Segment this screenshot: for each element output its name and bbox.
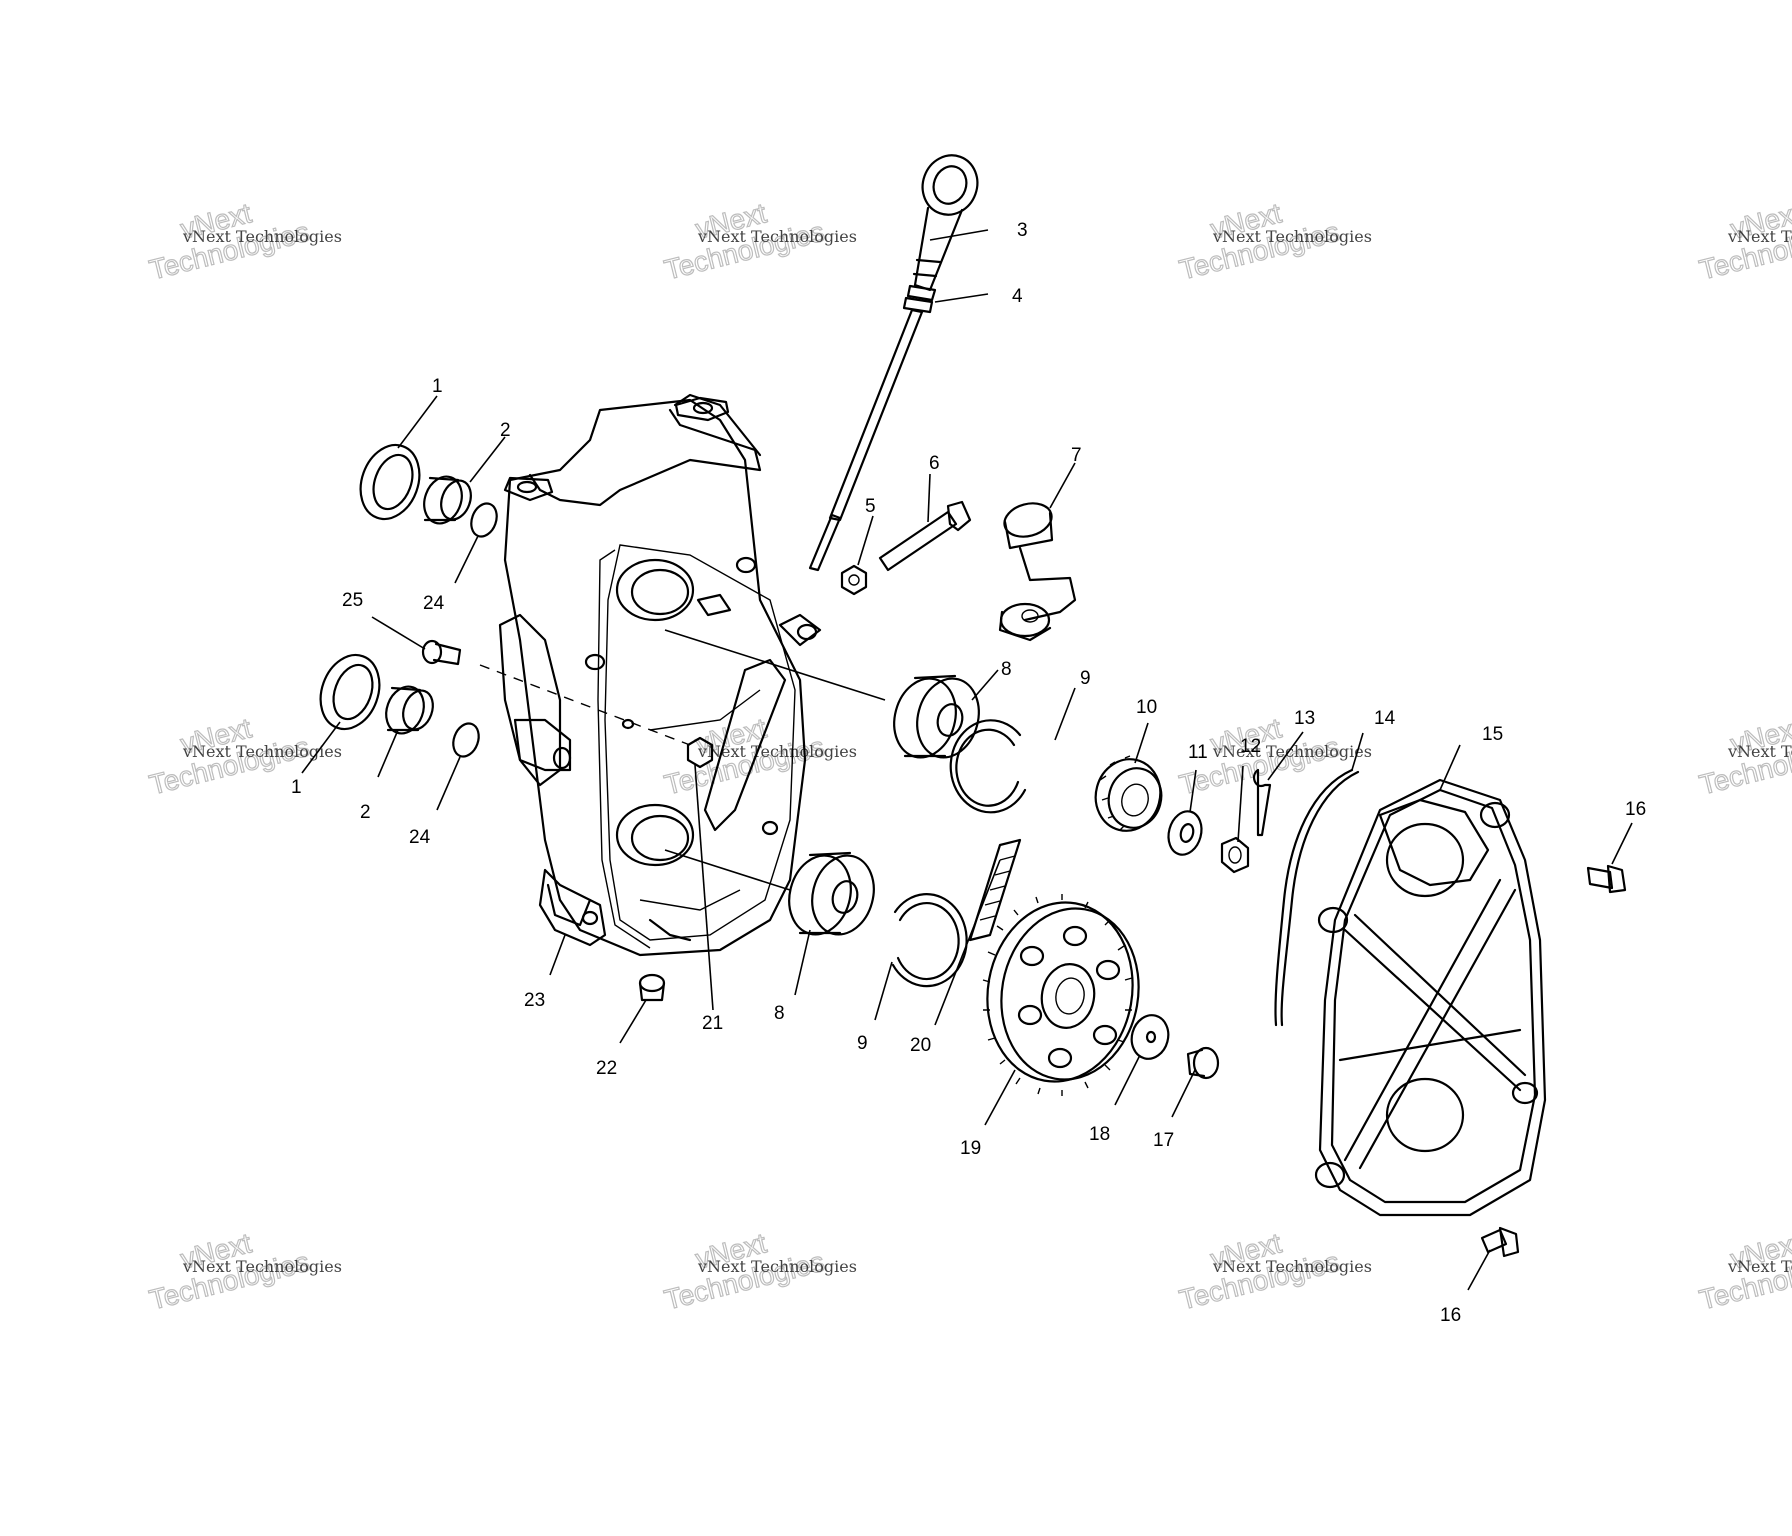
callout-12: 12 bbox=[1240, 736, 1261, 757]
nut-5 bbox=[840, 564, 868, 596]
spacer-upper-2 bbox=[423, 475, 472, 525]
watermark-company: vNext Technologies bbox=[1727, 742, 1792, 761]
o-ring-upper-24 bbox=[470, 502, 498, 538]
screw-25 bbox=[421, 639, 462, 666]
washer-18 bbox=[1130, 1014, 1170, 1060]
axis-lines bbox=[479, 664, 691, 746]
bolt-16-lower bbox=[1480, 1226, 1520, 1258]
cotter-pin-13 bbox=[1252, 768, 1272, 837]
callout-9-upper: 9 bbox=[1080, 668, 1091, 689]
callout-2-lower: 2 bbox=[360, 802, 371, 823]
circlip-lower-9 bbox=[891, 893, 968, 988]
callout-6: 6 bbox=[929, 453, 940, 474]
nut-12 bbox=[1220, 836, 1250, 874]
watermark-company: vNext Technologies bbox=[182, 227, 342, 246]
callout-19: 19 bbox=[960, 1138, 981, 1159]
watermark-company: vNext Technologies bbox=[1727, 1257, 1792, 1276]
callout-1-lower: 1 bbox=[291, 777, 302, 798]
watermark-company: vNext Technologies bbox=[182, 742, 342, 761]
callout-3: 3 bbox=[1017, 220, 1028, 241]
callout-18: 18 bbox=[1089, 1124, 1110, 1145]
watermark-company: vNext Technologies bbox=[697, 1257, 857, 1276]
spacer-lower-2 bbox=[385, 685, 434, 735]
gasket-14 bbox=[1274, 768, 1360, 1027]
chain-20 bbox=[968, 838, 1022, 942]
callout-8-lower: 8 bbox=[774, 1003, 785, 1024]
callout-20: 20 bbox=[910, 1035, 931, 1056]
callout-23: 23 bbox=[524, 990, 545, 1011]
callout-16-lower: 16 bbox=[1440, 1305, 1461, 1326]
bearing-lower-8 bbox=[788, 851, 875, 936]
o-ring-lower-24 bbox=[452, 722, 480, 758]
callout-15: 15 bbox=[1482, 724, 1503, 745]
callout-4: 4 bbox=[1012, 286, 1023, 307]
callout-24-lower: 24 bbox=[409, 827, 431, 848]
callout-24-upper: 24 bbox=[423, 593, 445, 614]
leader-lines bbox=[301, 229, 1633, 1291]
callout-10: 10 bbox=[1136, 697, 1157, 718]
callout-13: 13 bbox=[1294, 708, 1315, 729]
sprocket-10 bbox=[1094, 755, 1163, 832]
watermark-company: vNext Technologies bbox=[1212, 742, 1372, 761]
callout-7: 7 bbox=[1071, 445, 1082, 466]
seal-lower-1 bbox=[319, 653, 381, 731]
watermark-company: vNext Technologies bbox=[697, 227, 857, 246]
callout-25: 25 bbox=[342, 590, 363, 611]
gear-19 bbox=[982, 894, 1140, 1096]
circlip-upper-9 bbox=[949, 719, 1027, 814]
callout-21: 21 bbox=[702, 1013, 723, 1034]
callout-1-upper: 1 bbox=[432, 376, 443, 397]
callout-11: 11 bbox=[1188, 742, 1208, 763]
callout-labels: 1 2 24 25 1 2 24 3 4 5 6 7 8 9 10 11 12 … bbox=[291, 220, 1646, 1326]
watermark-company: vNext Technologies bbox=[1212, 227, 1372, 246]
bolt-16-upper bbox=[1586, 864, 1627, 894]
washer-11 bbox=[1167, 810, 1203, 856]
callout-8-upper: 8 bbox=[1001, 659, 1012, 680]
callout-9-lower: 9 bbox=[857, 1033, 868, 1054]
seal-upper-1 bbox=[359, 443, 421, 521]
watermark-company: vNext Technologies bbox=[182, 1257, 342, 1276]
mount-23 bbox=[546, 883, 592, 927]
callout-17: 17 bbox=[1153, 1130, 1174, 1151]
callout-5: 5 bbox=[865, 496, 876, 517]
bearing-upper-8 bbox=[893, 674, 980, 759]
chaincase-housing bbox=[498, 393, 822, 957]
watermark-company: vNext Technologies bbox=[1727, 227, 1792, 246]
plug-22 bbox=[638, 973, 666, 1002]
watermark-mid-left: vNext Technologies bbox=[146, 712, 313, 801]
screw-17 bbox=[1186, 1046, 1220, 1080]
cover-15 bbox=[1314, 778, 1547, 1217]
callout-22: 22 bbox=[596, 1058, 617, 1079]
watermark-company: vNext Technologies bbox=[697, 742, 857, 761]
callout-14: 14 bbox=[1374, 708, 1396, 729]
tensioner-arm-7 bbox=[998, 502, 1077, 642]
bolt-6 bbox=[878, 500, 972, 572]
callout-2-upper: 2 bbox=[500, 420, 511, 441]
watermark-company: vNext Technologies bbox=[1212, 1257, 1372, 1276]
dipstick bbox=[808, 154, 979, 572]
callout-16-upper: 16 bbox=[1625, 799, 1646, 820]
